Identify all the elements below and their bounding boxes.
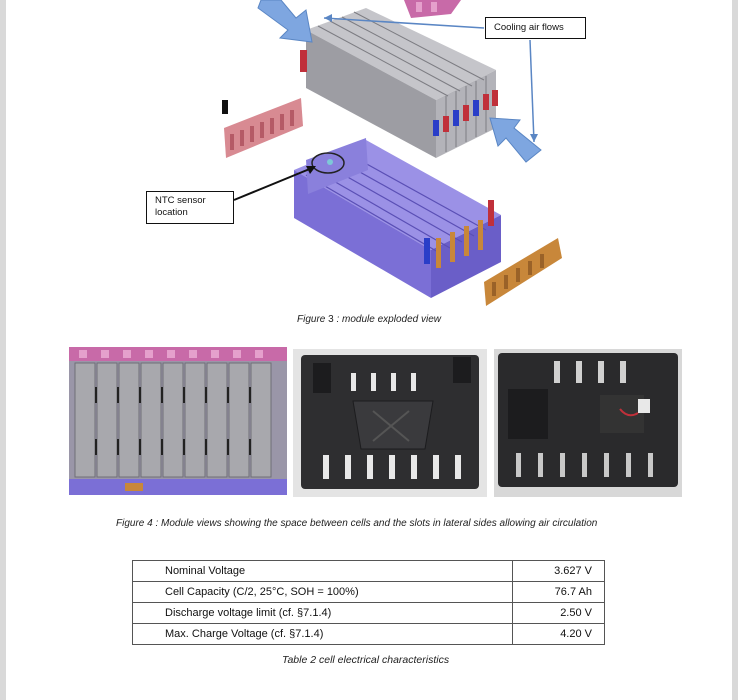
row-value: 76.7 Ah xyxy=(512,581,605,603)
cell-characteristics-table: Nominal Voltage 3.627 V Cell Capacity (C… xyxy=(132,560,605,645)
ntc-callout-line-1: NTC sensor xyxy=(155,195,206,206)
ntc-sensor-marker xyxy=(311,152,345,174)
left-busbar-bracket xyxy=(224,98,303,158)
table-row: Discharge voltage limit (cf. §7.1.4) 2.5… xyxy=(132,602,605,624)
module-top-view-render xyxy=(69,347,287,495)
row-value: 2.50 V xyxy=(512,602,605,624)
end-plate xyxy=(222,100,228,114)
table-row: Nominal Voltage 3.627 V xyxy=(132,560,605,582)
row-value: 4.20 V xyxy=(512,623,605,645)
module-exploded-view-illustration xyxy=(222,0,562,306)
row-label: Nominal Voltage xyxy=(132,560,513,582)
module-bottom-photo xyxy=(293,349,487,497)
row-label: Max. Charge Voltage (cf. §7.1.4) xyxy=(132,623,513,645)
right-bracket xyxy=(484,238,562,306)
module-housing xyxy=(294,138,501,298)
row-label: Cell Capacity (C/2, 25°C, SOH = 100%) xyxy=(132,581,513,603)
row-value: 3.627 V xyxy=(512,560,605,582)
table-row: Cell Capacity (C/2, 25°C, SOH = 100%) 76… xyxy=(132,581,605,603)
table-row: Max. Charge Voltage (cf. §7.1.4) 4.20 V xyxy=(132,623,605,645)
top-terminal-cover xyxy=(404,0,461,18)
figure-4-caption: Figure 4 : Module views showing the spac… xyxy=(116,518,598,529)
document-page: Cooling air flows NTC sensor location Fi… xyxy=(6,0,732,700)
cooling-air-callout: Cooling air flows xyxy=(485,17,586,39)
module-side-photo xyxy=(494,349,682,497)
ntc-sensor-callout: NTC sensor location xyxy=(146,191,234,224)
cell-stack xyxy=(300,8,498,158)
cooling-arrow-in xyxy=(257,0,313,43)
cooling-arrow-out xyxy=(489,117,542,163)
figure-3-caption: Figure 3 : module exploded view xyxy=(297,314,441,325)
row-label: Discharge voltage limit (cf. §7.1.4) xyxy=(132,602,513,624)
table-2-caption: Table 2 cell electrical characteristics xyxy=(282,654,450,666)
ntc-callout-line-2: location xyxy=(155,207,188,218)
